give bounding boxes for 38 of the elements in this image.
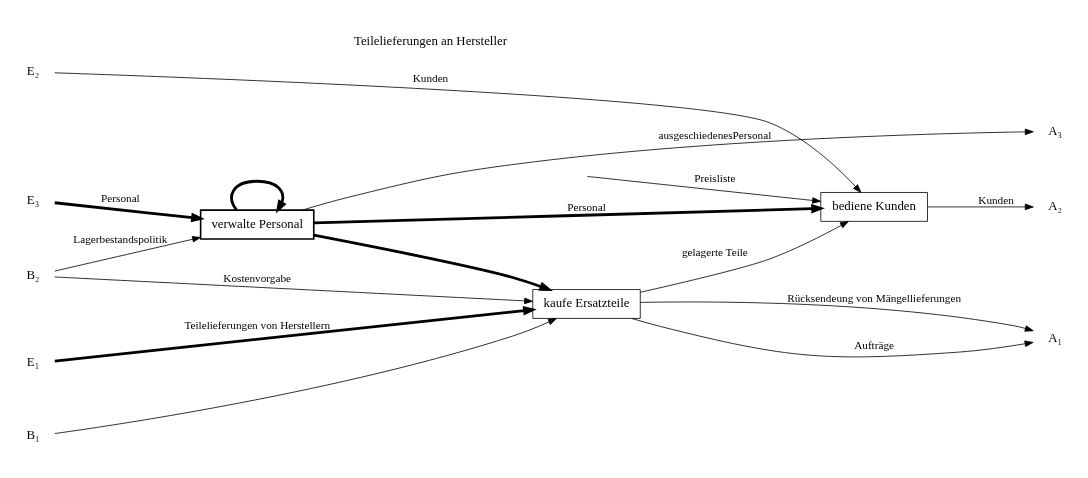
arrow <box>54 201 205 223</box>
node-box: kaufe Ersatzteile <box>532 289 641 319</box>
arrow <box>54 305 537 363</box>
arrow <box>54 72 862 193</box>
node-text: E₂ <box>26 64 40 79</box>
arrow <box>640 221 849 293</box>
node-text: A₁ <box>1048 330 1062 345</box>
edge-label: Teilelieferungen von Herstellern <box>184 319 331 332</box>
arrow <box>54 236 201 272</box>
edge-label: Kostenvorgabe <box>223 271 292 284</box>
edge-label: gelagerte Teile <box>681 246 748 259</box>
edge-label: ausgeschiedenesPersonal <box>658 128 772 141</box>
node-text: B₁ <box>26 428 40 443</box>
node-box: verwalte Personal <box>199 209 315 240</box>
edge-label: Preisliste <box>694 172 736 185</box>
arrow <box>639 301 1034 332</box>
arrow <box>302 128 1034 211</box>
label: Teilelieferungen an Hersteller <box>354 33 507 48</box>
edge-label: Personal <box>101 192 140 205</box>
edge-label: Aufträge <box>854 339 895 352</box>
arrow <box>927 203 1034 211</box>
arrow <box>631 318 1034 358</box>
arrow <box>586 176 821 204</box>
arrow <box>54 276 533 305</box>
arrow <box>313 233 553 291</box>
node-box: bediene Kunden <box>820 192 928 222</box>
node-text: A₂ <box>1048 198 1062 213</box>
node-text: E₁ <box>26 355 40 370</box>
arrow <box>54 318 557 434</box>
edge-label: Kunden <box>412 71 449 84</box>
edge-label: Lagerbestandspolitik <box>73 233 168 246</box>
edge-label: Personal <box>567 201 606 214</box>
node-text: E₃ <box>26 192 40 207</box>
edge-label: Kunden <box>978 193 1014 206</box>
edge-label: Rücksendeung von Mängellieferungen <box>787 291 962 304</box>
node-text: A₃ <box>1048 123 1062 138</box>
arrow <box>313 197 825 225</box>
node-text: B₂ <box>26 267 40 282</box>
